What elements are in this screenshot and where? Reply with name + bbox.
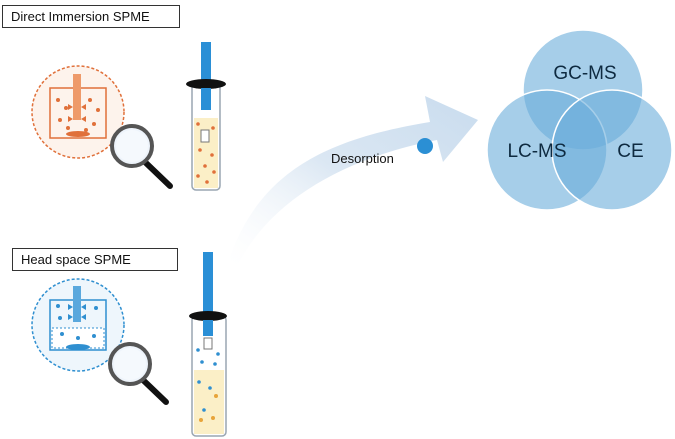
venn-diagram xyxy=(486,29,673,211)
direct-immersion-label: Direct Immersion SPME xyxy=(2,5,180,28)
desorption-label: Desorption xyxy=(331,151,394,166)
magnifier-icon xyxy=(108,342,169,405)
head-space-label: Head space SPME xyxy=(12,248,178,271)
venn-label-ce: CE xyxy=(617,141,644,162)
hs-schematic xyxy=(31,278,125,372)
venn-circle-ce xyxy=(551,89,673,211)
di-schematic xyxy=(31,65,125,159)
desorption-arrow xyxy=(228,96,478,265)
hs-vial xyxy=(189,252,227,437)
magnifier-icon xyxy=(110,124,173,189)
di-vial xyxy=(186,42,226,191)
desorption-dot xyxy=(417,138,433,154)
venn-label-lcms: LC-MS xyxy=(507,141,567,162)
venn-label-gcms: GC-MS xyxy=(553,63,617,84)
